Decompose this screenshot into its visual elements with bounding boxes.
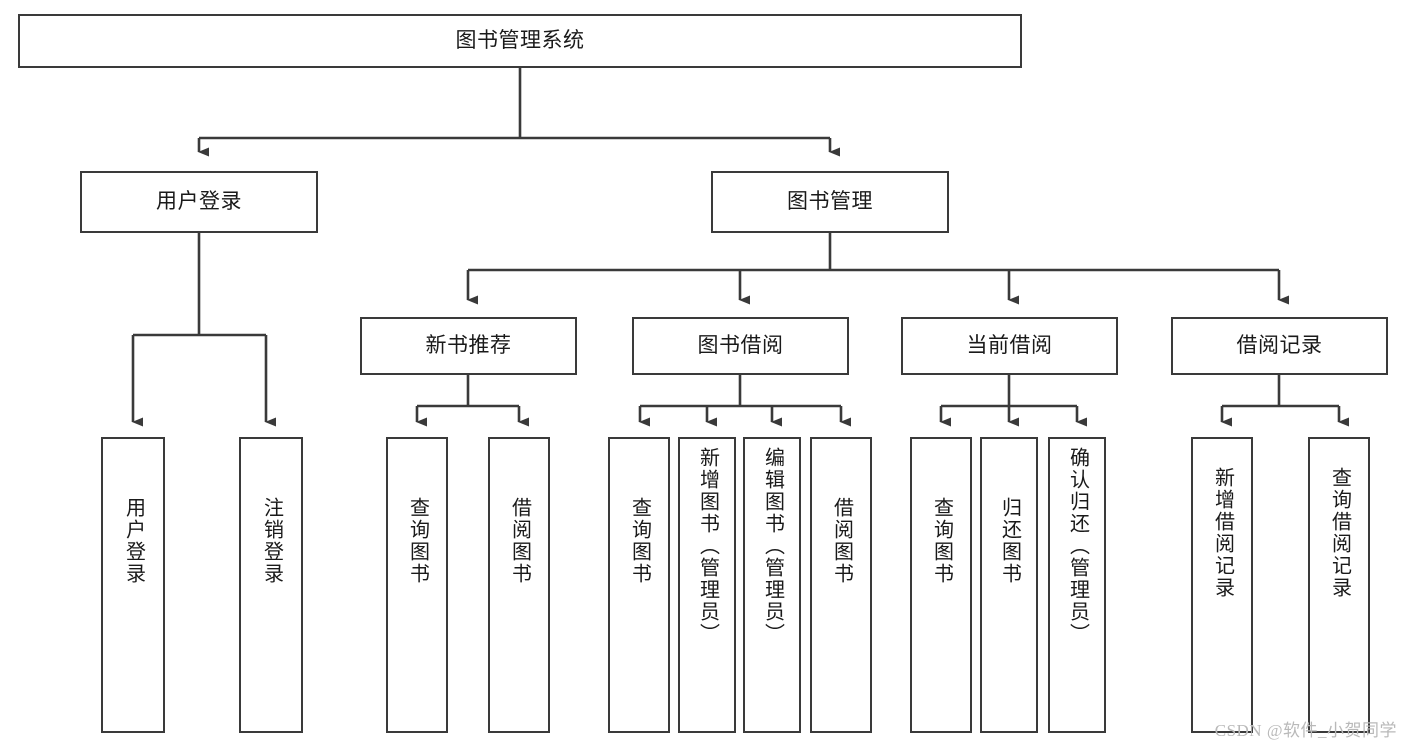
node-leaf-return-book[interactable]: 归还图书 <box>980 437 1038 733</box>
node-book-borrow-label: 图书借阅 <box>697 334 784 358</box>
node-leaf-add-book[interactable]: 新增图书（管理员） <box>678 437 736 733</box>
node-leaf-user-login-label: 用户登录 <box>122 497 145 585</box>
node-leaf-query-record[interactable]: 查询借阅记录 <box>1308 437 1370 733</box>
node-new-book-recommend[interactable]: 新书推荐 <box>360 317 577 375</box>
node-leaf-query-book-2-label: 查询图书 <box>628 497 651 585</box>
node-leaf-borrow-book-1[interactable]: 借阅图书 <box>488 437 550 733</box>
node-new-book-recommend-label: 新书推荐 <box>425 334 512 358</box>
node-leaf-query-book-1[interactable]: 查询图书 <box>386 437 448 733</box>
node-borrow-record-label: 借阅记录 <box>1236 334 1323 358</box>
node-leaf-query-book-3[interactable]: 查询图书 <box>910 437 972 733</box>
node-leaf-return-book-label: 归还图书 <box>998 497 1021 585</box>
node-leaf-edit-book[interactable]: 编辑图书（管理员） <box>743 437 801 733</box>
node-current-borrow-label: 当前借阅 <box>966 334 1053 358</box>
node-leaf-add-record[interactable]: 新增借阅记录 <box>1191 437 1253 733</box>
node-current-borrow[interactable]: 当前借阅 <box>901 317 1118 375</box>
node-leaf-borrow-book-2[interactable]: 借阅图书 <box>810 437 872 733</box>
node-book-manage-label: 图书管理 <box>787 190 873 214</box>
watermark: CSDN @软件_小贺同学 <box>1214 721 1397 740</box>
node-leaf-add-book-label: 新增图书（管理员） <box>696 447 719 645</box>
node-book-manage[interactable]: 图书管理 <box>711 171 949 233</box>
node-leaf-confirm-return[interactable]: 确认归还（管理员） <box>1048 437 1106 733</box>
node-leaf-confirm-return-label: 确认归还（管理员） <box>1066 447 1089 645</box>
node-book-borrow[interactable]: 图书借阅 <box>632 317 849 375</box>
node-leaf-borrow-book-1-label: 借阅图书 <box>508 497 531 585</box>
node-leaf-query-record-label: 查询借阅记录 <box>1328 467 1351 599</box>
node-root[interactable]: 图书管理系统 <box>18 14 1022 68</box>
node-leaf-logout-label: 注销登录 <box>260 497 283 585</box>
node-leaf-add-record-label: 新增借阅记录 <box>1211 467 1234 599</box>
node-leaf-borrow-book-2-label: 借阅图书 <box>830 497 853 585</box>
node-leaf-query-book-1-label: 查询图书 <box>406 497 429 585</box>
node-root-label: 图书管理系统 <box>455 29 585 53</box>
node-leaf-user-login[interactable]: 用户登录 <box>101 437 165 733</box>
node-leaf-logout[interactable]: 注销登录 <box>239 437 303 733</box>
node-leaf-edit-book-label: 编辑图书（管理员） <box>761 447 784 645</box>
node-leaf-query-book-3-label: 查询图书 <box>930 497 953 585</box>
node-leaf-query-book-2[interactable]: 查询图书 <box>608 437 670 733</box>
node-user-login[interactable]: 用户登录 <box>80 171 318 233</box>
node-borrow-record[interactable]: 借阅记录 <box>1171 317 1388 375</box>
node-user-login-label: 用户登录 <box>156 190 242 214</box>
